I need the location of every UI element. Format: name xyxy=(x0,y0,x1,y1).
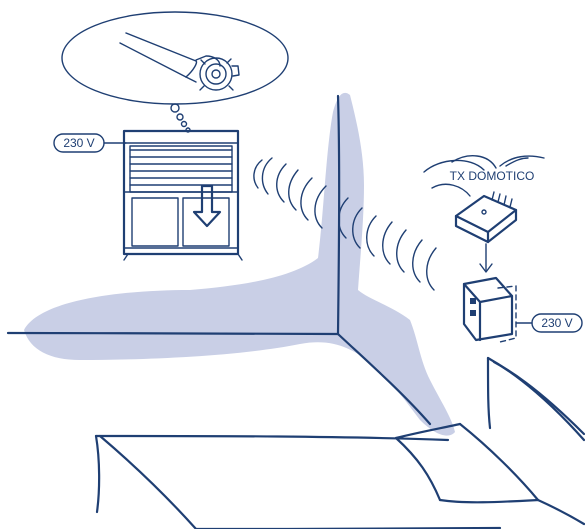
headboard-top xyxy=(488,358,584,440)
connector-arrow xyxy=(480,244,492,272)
voltage-pill-left: 230 V xyxy=(54,134,126,152)
bed-left-edge xyxy=(96,436,99,512)
headboard-top-inner xyxy=(494,362,584,434)
voltage-label-right: 230 V xyxy=(541,316,572,330)
pillow-right-edge xyxy=(460,424,538,500)
voltage-label-left: 230 V xyxy=(63,136,94,150)
bed-right-edge xyxy=(538,500,584,524)
wall-switch-icon xyxy=(464,278,532,342)
device-name-label: TX DOMOTICO xyxy=(450,169,535,183)
bed-illustration xyxy=(96,358,584,529)
headboard-left xyxy=(488,358,490,428)
pillow-left-edge xyxy=(396,438,440,500)
pillow-bottom-edge xyxy=(440,500,538,502)
tx-domotico-module-icon xyxy=(456,192,516,242)
tubular-motor-icon xyxy=(120,33,239,90)
wall-floor-line-left xyxy=(8,333,338,334)
rolling-shutter-icon xyxy=(124,131,242,260)
bed-fold-line xyxy=(100,436,196,529)
voltage-pill-right: 230 V xyxy=(532,314,582,332)
